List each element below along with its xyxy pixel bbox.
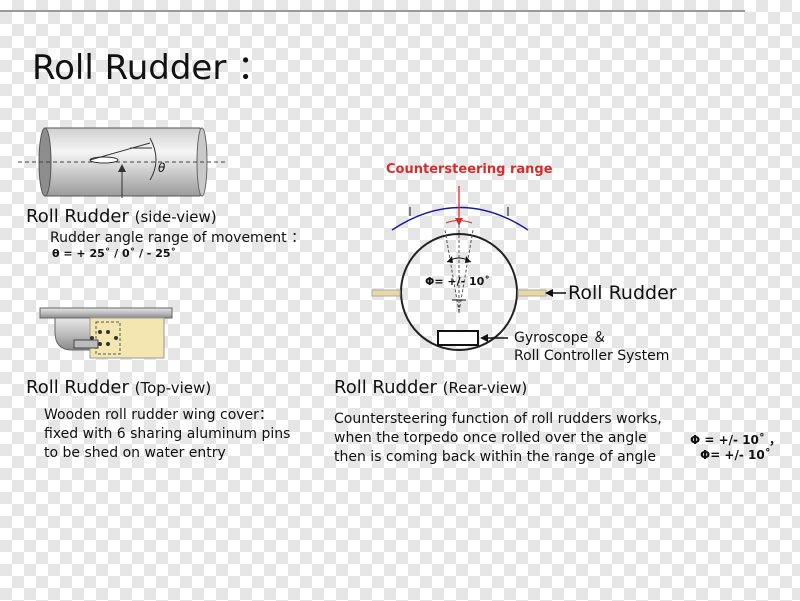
top-view-desc-line-3: to be shed on water entry xyxy=(44,445,226,461)
phi-angle-label: Φ= +/- 10˚ xyxy=(425,275,490,288)
roll-controller-label: Roll Controller System xyxy=(514,348,670,364)
top-divider-line xyxy=(0,10,745,12)
page-title: Roll Rudder ： xyxy=(32,48,272,88)
roll-rudder-label: Roll Rudder xyxy=(568,282,677,304)
top-view-desc-line-2: fixed with 6 sharing aluminum pins xyxy=(44,426,291,442)
rear-view-drawing xyxy=(371,186,566,351)
side-view-drawing xyxy=(18,127,225,198)
gyroscope-label: Gyroscope ＆ xyxy=(514,330,607,346)
top-view-desc-line-1: Wooden roll rudder wing cover： xyxy=(44,407,273,423)
rear-view-heading-main: Roll Rudder xyxy=(334,377,437,398)
side-view-heading-main: Roll Rudder xyxy=(26,206,129,227)
top-view-heading: Roll Rudder (Top-view) xyxy=(26,377,211,398)
side-view-description: Rudder angle range of movement ： xyxy=(50,230,306,246)
phi-inline-1: Φ = +/- 10˚ ， xyxy=(690,433,782,447)
countersteering-range-label: Countersteering range xyxy=(386,162,553,177)
rear-view-heading: Roll Rudder (Rear-view) xyxy=(334,377,527,398)
top-view-heading-main: Roll Rudder xyxy=(26,377,129,398)
rear-view-desc-line-1: Countersteering function of roll rudders… xyxy=(334,411,662,427)
rudder-angle-formula: θ = + 25˚ / 0˚ / - 25˚ xyxy=(52,247,176,260)
side-view-heading: Roll Rudder (side-view) xyxy=(26,206,217,227)
top-view-heading-sub: (Top-view) xyxy=(134,379,212,397)
rear-view-desc-line-2: when the torpedo once rolled over the an… xyxy=(334,430,647,446)
phi-inline-2: Φ= +/- 10˚ xyxy=(700,448,771,462)
side-view-heading-sub: (side-view) xyxy=(134,208,217,226)
rear-view-heading-sub: (Rear-view) xyxy=(442,379,528,397)
top-view-drawing xyxy=(39,307,173,359)
theta-label: θ xyxy=(158,161,166,175)
rear-view-desc-line-3: then is coming back within the range of … xyxy=(334,449,656,465)
